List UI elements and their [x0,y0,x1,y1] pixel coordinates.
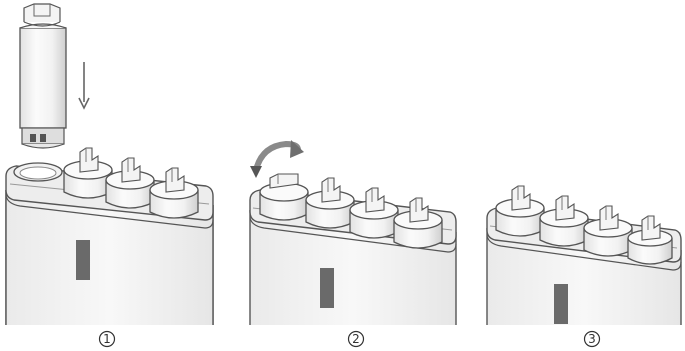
step-number: 2 [352,332,360,346]
filter-cap [627,215,673,265]
indicator-window [554,284,568,324]
step-marker-1: 1 [98,330,116,348]
empty-socket [13,162,63,182]
filter-cap [63,147,113,199]
filter-cap [305,177,355,229]
filter-cap [349,187,399,239]
filter-cap [259,173,309,221]
indicator-window [320,268,334,308]
filter-cap [149,167,199,219]
rotate-arrow-icon [250,140,304,178]
filter-cap [539,195,589,247]
filter-cap [393,197,443,249]
panel-step-1: 1 [5,3,214,348]
step-number: 3 [588,332,596,346]
filter-cap [583,205,633,257]
panel-step-2: 2 [249,140,457,348]
filter-cartridge [19,3,67,149]
filter-cap [495,185,545,237]
filter-cap [105,157,155,209]
step-number: 1 [103,332,111,346]
step-marker-3: 3 [583,330,601,348]
panel-step-3: 3 [486,185,682,348]
down-arrow-icon [78,62,90,110]
circled-number-icon [98,330,116,348]
circled-number-icon [347,330,365,348]
step-marker-2: 2 [347,330,365,348]
circled-number-icon [583,330,601,348]
indicator-window [76,240,90,280]
